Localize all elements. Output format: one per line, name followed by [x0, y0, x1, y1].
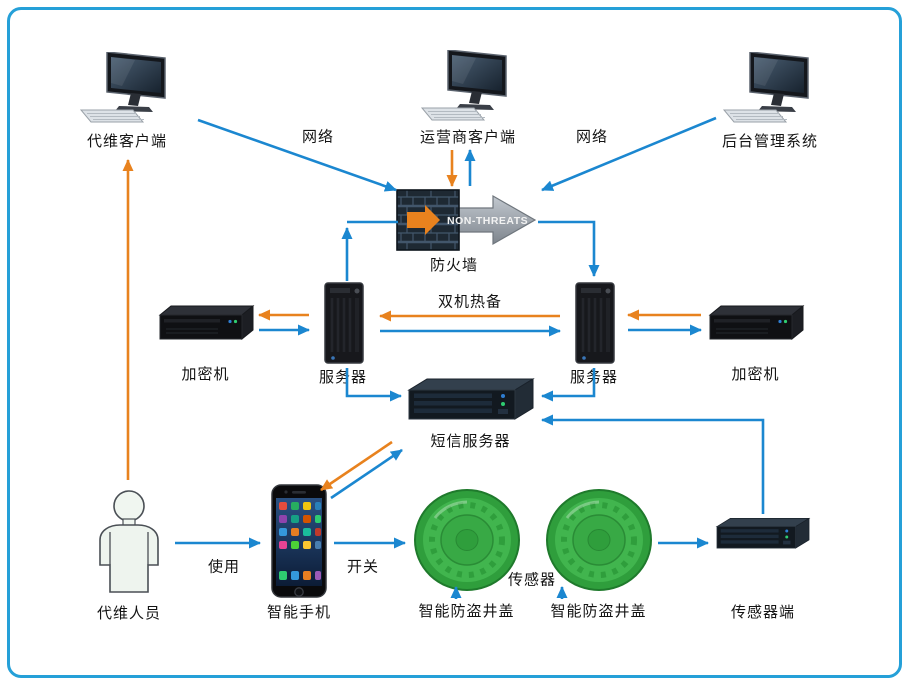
node-label: 加密机 [181, 366, 230, 383]
tower-server-icon [313, 281, 373, 365]
desktop-computer-icon [416, 50, 520, 124]
node-maintenance-client: 代维客户端 [57, 52, 197, 151]
manhole-cover-icon [413, 488, 521, 592]
firewall-icon: NON-THREATS [396, 189, 537, 251]
arrow-backend-system-to-firewall [541, 116, 717, 192]
node-label: 防火墙 [429, 257, 478, 274]
node-server-left: 服务器 [303, 281, 383, 387]
node-firewall: NON-THREATS 防火墙 [393, 188, 543, 275]
node-manhole-right: 智能防盗井盖 [536, 488, 661, 621]
encryptor-appliance-icon [706, 303, 806, 345]
smartphone-icon [270, 483, 328, 599]
edge-label-network-right: 网络 [575, 128, 609, 146]
desktop-computer-icon [718, 52, 822, 126]
node-label: 代维客户端 [86, 133, 167, 150]
edge-label-use: 使用 [207, 558, 241, 576]
node-label: 后台管理系统 [721, 133, 818, 150]
node-manhole-left: 智能防盗井盖 [404, 488, 529, 621]
desktop-computer-icon [75, 52, 179, 126]
node-label: 智能防盗井盖 [550, 603, 647, 620]
node-encryptor-left: 加密机 [148, 303, 263, 384]
encryptor-appliance-icon [156, 303, 256, 345]
node-label: 运营商客户端 [419, 129, 516, 146]
node-label: 智能防盗井盖 [418, 603, 515, 620]
firewall-graphic-text: NON-THREATS [447, 215, 528, 227]
node-encryptor-right: 加密机 [698, 303, 813, 384]
node-operator-client: 运营商客户端 [398, 50, 538, 147]
rack-server-icon [405, 376, 537, 424]
node-label: 传感器端 [730, 604, 795, 621]
node-backend-system: 后台管理系统 [700, 52, 840, 151]
edge-label-network-left: 网络 [301, 128, 335, 146]
edge-label-sensor: 传感器 [507, 571, 557, 589]
manhole-cover-icon [545, 488, 653, 592]
node-sms-server: 短信服务器 [398, 376, 543, 451]
node-label: 代维人员 [96, 605, 161, 622]
edge-label-switch: 开关 [346, 558, 380, 576]
arrow-firewall-to-server-right [538, 220, 600, 277]
node-label: 加密机 [731, 366, 780, 383]
node-sensor-server: 传感器端 [708, 516, 818, 622]
node-label: 服务器 [569, 369, 618, 386]
node-maintenance-person: 代维人员 [79, 486, 179, 623]
arrow-maintenance-client-to-firewall [197, 118, 397, 192]
node-server-right: 服务器 [554, 281, 634, 387]
rack-server-icon [714, 516, 812, 552]
tower-server-icon [564, 281, 624, 365]
node-label: 智能手机 [266, 604, 331, 621]
node-label: 短信服务器 [430, 433, 511, 450]
person-icon [90, 486, 168, 594]
node-smartphone: 智能手机 [254, 483, 344, 622]
edge-label-hot-standby: 双机热备 [437, 293, 503, 311]
node-label: 服务器 [318, 369, 367, 386]
